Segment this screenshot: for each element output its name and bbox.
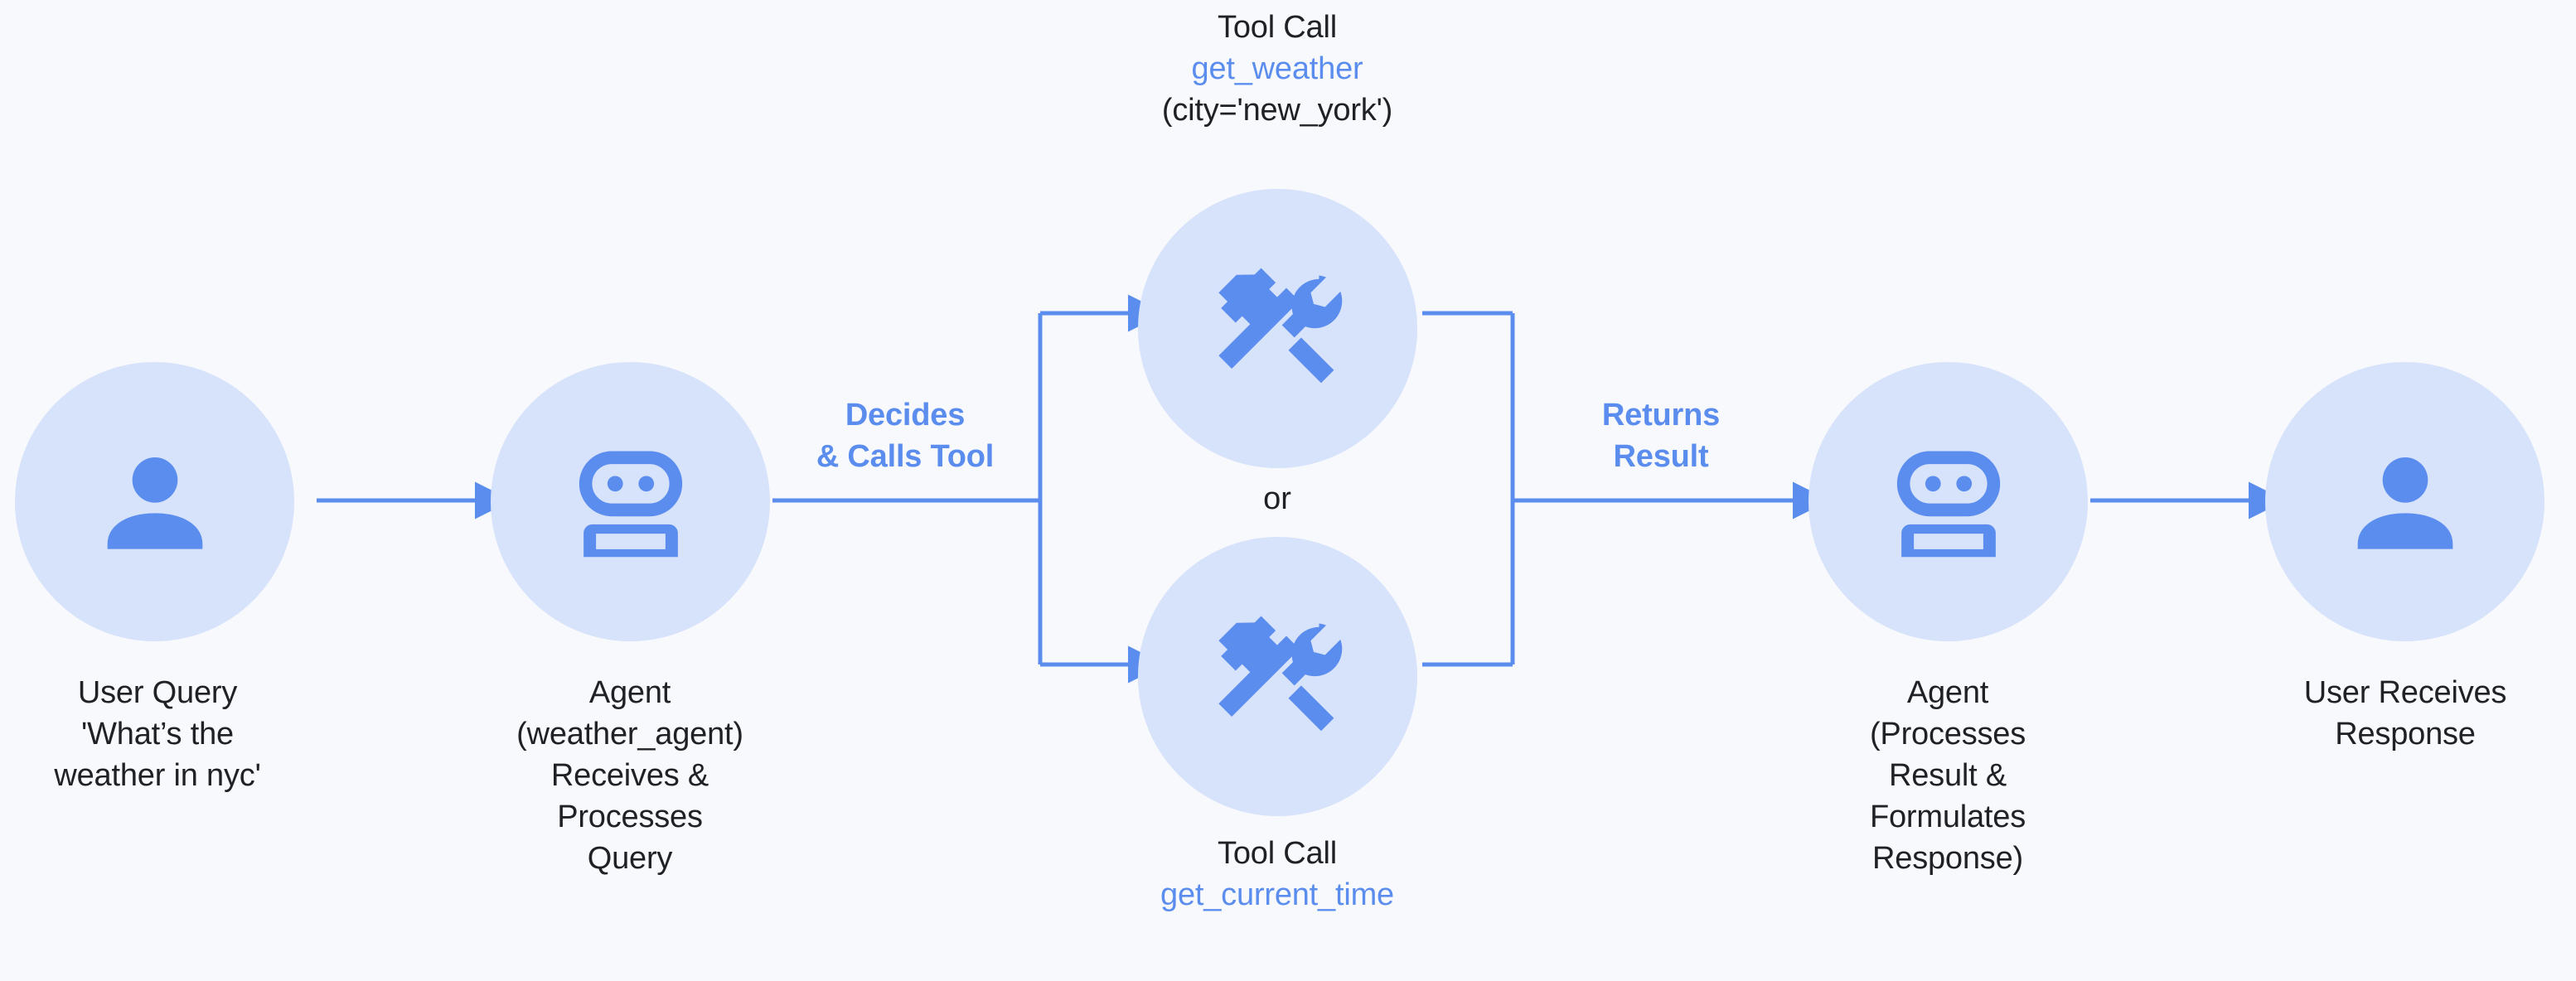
caption-line: Processes bbox=[557, 800, 703, 834]
tool-function-name: get_weather bbox=[1191, 51, 1363, 86]
caption-line: Tool Call bbox=[1218, 836, 1337, 871]
caption-line: Response bbox=[2335, 717, 2476, 751]
caption-line: (Processes bbox=[1869, 717, 2026, 751]
caption-line: Formulates bbox=[1869, 800, 2026, 834]
caption-line: (weather_agent) bbox=[516, 717, 743, 751]
handyman-tools-icon bbox=[1207, 606, 1349, 748]
node-agent-respond[interactable] bbox=[1809, 362, 2088, 641]
person-icon bbox=[89, 436, 221, 568]
caption-line: Result & bbox=[1888, 758, 2007, 793]
tool-function-name: get_current_time bbox=[1160, 877, 1394, 912]
edge-label-decides: Decides & Calls Tool bbox=[816, 398, 995, 474]
node-agent-receive[interactable] bbox=[491, 362, 770, 641]
person-icon bbox=[2339, 436, 2472, 568]
edge-label-returns: Returns Result bbox=[1601, 398, 1721, 474]
caption-line: Query bbox=[587, 841, 673, 876]
caption-line: Receives & bbox=[550, 758, 709, 793]
caption-tool-get-weather: Tool Call get_weather (city='new_york') bbox=[1128, 7, 1426, 131]
node-user-query[interactable] bbox=[15, 362, 294, 641]
robot-icon bbox=[1886, 440, 2011, 564]
caption-tool-get-current-time: Tool Call get_current_time bbox=[1128, 833, 1426, 916]
tool-function-args: (city='new_york') bbox=[1161, 93, 1393, 128]
caption-line: 'What’s the bbox=[81, 717, 234, 751]
node-user-response[interactable] bbox=[2265, 362, 2545, 641]
caption-line: Response) bbox=[1872, 841, 2023, 876]
caption-line: weather in nyc' bbox=[54, 758, 261, 793]
caption-line: Tool Call bbox=[1218, 10, 1337, 45]
caption-line: Agent bbox=[1906, 675, 1989, 710]
node-tool-get-weather[interactable] bbox=[1138, 189, 1417, 468]
caption-line: Agent bbox=[588, 675, 671, 710]
node-tool-get-current-time[interactable] bbox=[1138, 537, 1417, 816]
caption-line: User Receives bbox=[2303, 675, 2507, 710]
handyman-tools-icon bbox=[1207, 258, 1349, 400]
branch-or-label: or bbox=[1263, 481, 1291, 516]
robot-icon bbox=[569, 440, 693, 564]
caption-user-query: User Query 'What’s the weather in nyc' bbox=[0, 672, 315, 796]
caption-line: User Query bbox=[77, 675, 238, 710]
